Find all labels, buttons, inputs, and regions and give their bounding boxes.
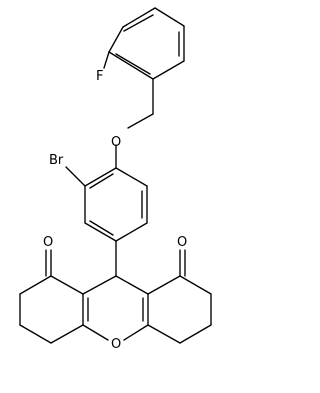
bond-bp-inner-2 bbox=[89, 220, 114, 236]
left-ketone-oxygen-label: O bbox=[43, 235, 53, 250]
ether-oxygen-label: O bbox=[111, 135, 121, 150]
bond-bp-6 bbox=[84, 167, 117, 187]
bond-core-4 bbox=[115, 275, 149, 295]
ring-oxygen-label: O bbox=[111, 337, 121, 352]
bond-fp-inner-3 bbox=[115, 53, 151, 75]
bond-right-5 bbox=[147, 324, 181, 344]
bond-right-1 bbox=[147, 275, 181, 295]
bond-fp-2 bbox=[122, 7, 156, 28]
bond-bp-4 bbox=[84, 222, 117, 242]
bond-fp-inner-1 bbox=[123, 14, 154, 32]
bond-bromo bbox=[65, 166, 86, 187]
bond-left-4 bbox=[19, 324, 52, 344]
left-ring-system: O bbox=[82, 275, 149, 352]
bond-left-2 bbox=[19, 275, 52, 295]
bond-right-2 bbox=[179, 275, 212, 295]
bond-bp-inner-3 bbox=[89, 173, 114, 189]
bond-left-1 bbox=[50, 275, 84, 295]
left-cyclohexenone: O bbox=[19, 235, 84, 344]
bond-core-6 bbox=[123, 324, 149, 341]
background bbox=[0, 0, 216, 393]
structure-svg: F O Br bbox=[0, 0, 216, 393]
bromine-label: Br bbox=[49, 153, 64, 168]
bond-bp-3 bbox=[115, 222, 148, 242]
fluorine-label: F bbox=[96, 69, 103, 84]
bond-fp-1 bbox=[108, 26, 124, 53]
bond-fp-5 bbox=[152, 60, 185, 80]
bond-bp-1 bbox=[115, 167, 148, 187]
right-ketone-oxygen-label: O bbox=[177, 235, 187, 250]
bond-left-5 bbox=[50, 324, 84, 344]
fluorophenyl-ring: F bbox=[96, 7, 185, 84]
bond-core-1 bbox=[82, 275, 117, 295]
bond-benzyl-2 bbox=[127, 113, 154, 129]
right-cyclohexenone: O bbox=[147, 235, 212, 344]
molecule-diagram: F O Br bbox=[0, 0, 216, 393]
bond-fluoro bbox=[103, 51, 110, 69]
bromophenyl-ring: Br bbox=[49, 153, 148, 242]
bond-right-4 bbox=[179, 324, 212, 344]
bond-fp-6 bbox=[108, 51, 154, 80]
bond-fp-3 bbox=[154, 7, 185, 27]
bond-core-3 bbox=[82, 324, 109, 341]
